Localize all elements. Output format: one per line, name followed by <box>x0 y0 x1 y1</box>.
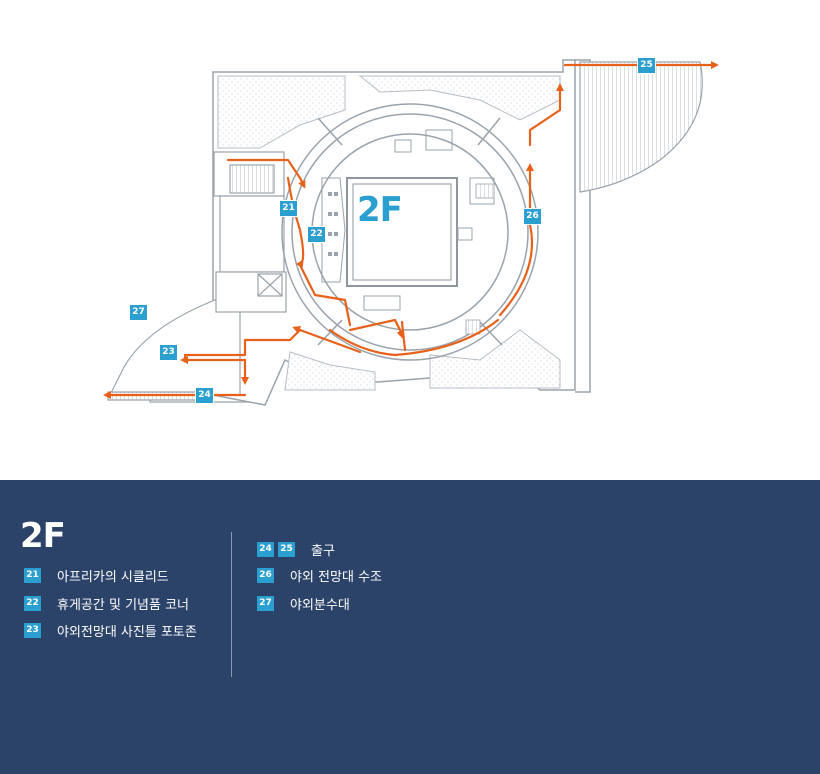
legend-item-21[interactable]: 21 아프리카의 시클리드 <box>24 566 169 585</box>
legend-text: 출구 <box>311 543 335 559</box>
legend-item-24-25[interactable]: 24 25 출구 <box>257 540 335 559</box>
inner-fixtures <box>363 129 495 311</box>
seating-area <box>321 177 346 283</box>
legend-badge: 26 <box>257 567 274 583</box>
route-arrowhead <box>298 176 306 189</box>
route-segment <box>286 176 305 264</box>
marker-24[interactable]: 24 <box>195 387 214 404</box>
legend-badge: 27 <box>257 595 274 611</box>
marker-21[interactable]: 21 <box>279 200 298 217</box>
legend-text: 휴게공간 및 기념품 코너 <box>57 597 189 613</box>
floor-plan-drawing <box>103 59 719 406</box>
marker-27[interactable]: 27 <box>129 304 148 321</box>
central-tank <box>346 177 458 287</box>
floor-label-map: 2F <box>357 190 403 230</box>
legend-text: 아프리카의 시클리드 <box>57 569 169 585</box>
legend-badge: 23 <box>24 622 41 638</box>
legend-badge: 21 <box>24 567 41 583</box>
legend-item-22[interactable]: 22 휴게공간 및 기념품 코너 <box>24 594 189 613</box>
legend-text: 야외전망대 사진틀 포토존 <box>57 624 197 640</box>
marker-23[interactable]: 23 <box>159 344 178 361</box>
legend-badge: 22 <box>24 595 41 611</box>
marker-22[interactable]: 22 <box>307 226 326 243</box>
legend-item-26[interactable]: 26 야외 전망대 수조 <box>257 566 382 585</box>
route-arrows <box>103 61 719 399</box>
legend-panel: 2F 21 아프리카의 시클리드 22 휴게공간 및 기념품 코너 23 야외전… <box>0 480 820 774</box>
legend-item-23[interactable]: 23 야외전망대 사진틀 포토존 <box>24 621 197 640</box>
hatched-zones <box>217 75 561 391</box>
stairs <box>465 183 495 335</box>
legend-item-27[interactable]: 27 야외분수대 <box>257 594 350 613</box>
legend-floor-title: 2F <box>20 516 66 556</box>
route-arrowhead <box>396 328 405 339</box>
legend-divider <box>231 532 232 677</box>
marker-25[interactable]: 25 <box>637 57 656 74</box>
route-segment <box>528 88 562 147</box>
route-segment <box>328 318 500 357</box>
legend-text: 야외분수대 <box>290 597 350 613</box>
route-segment <box>498 168 534 317</box>
left-wing <box>213 151 287 313</box>
legend-badge: 25 <box>278 541 295 557</box>
observation-deck <box>579 61 703 193</box>
route-arrowhead <box>292 326 302 334</box>
route-segment <box>226 158 302 180</box>
marker-26[interactable]: 26 <box>523 208 542 225</box>
route-segment <box>298 263 352 327</box>
legend-text: 야외 전망대 수조 <box>290 569 382 585</box>
floor-plan-map: 2F 21 22 23 24 25 26 27 <box>103 57 719 406</box>
route-segment <box>348 318 402 332</box>
route-arrowhead <box>295 259 304 269</box>
legend-badge: 24 <box>257 541 274 557</box>
